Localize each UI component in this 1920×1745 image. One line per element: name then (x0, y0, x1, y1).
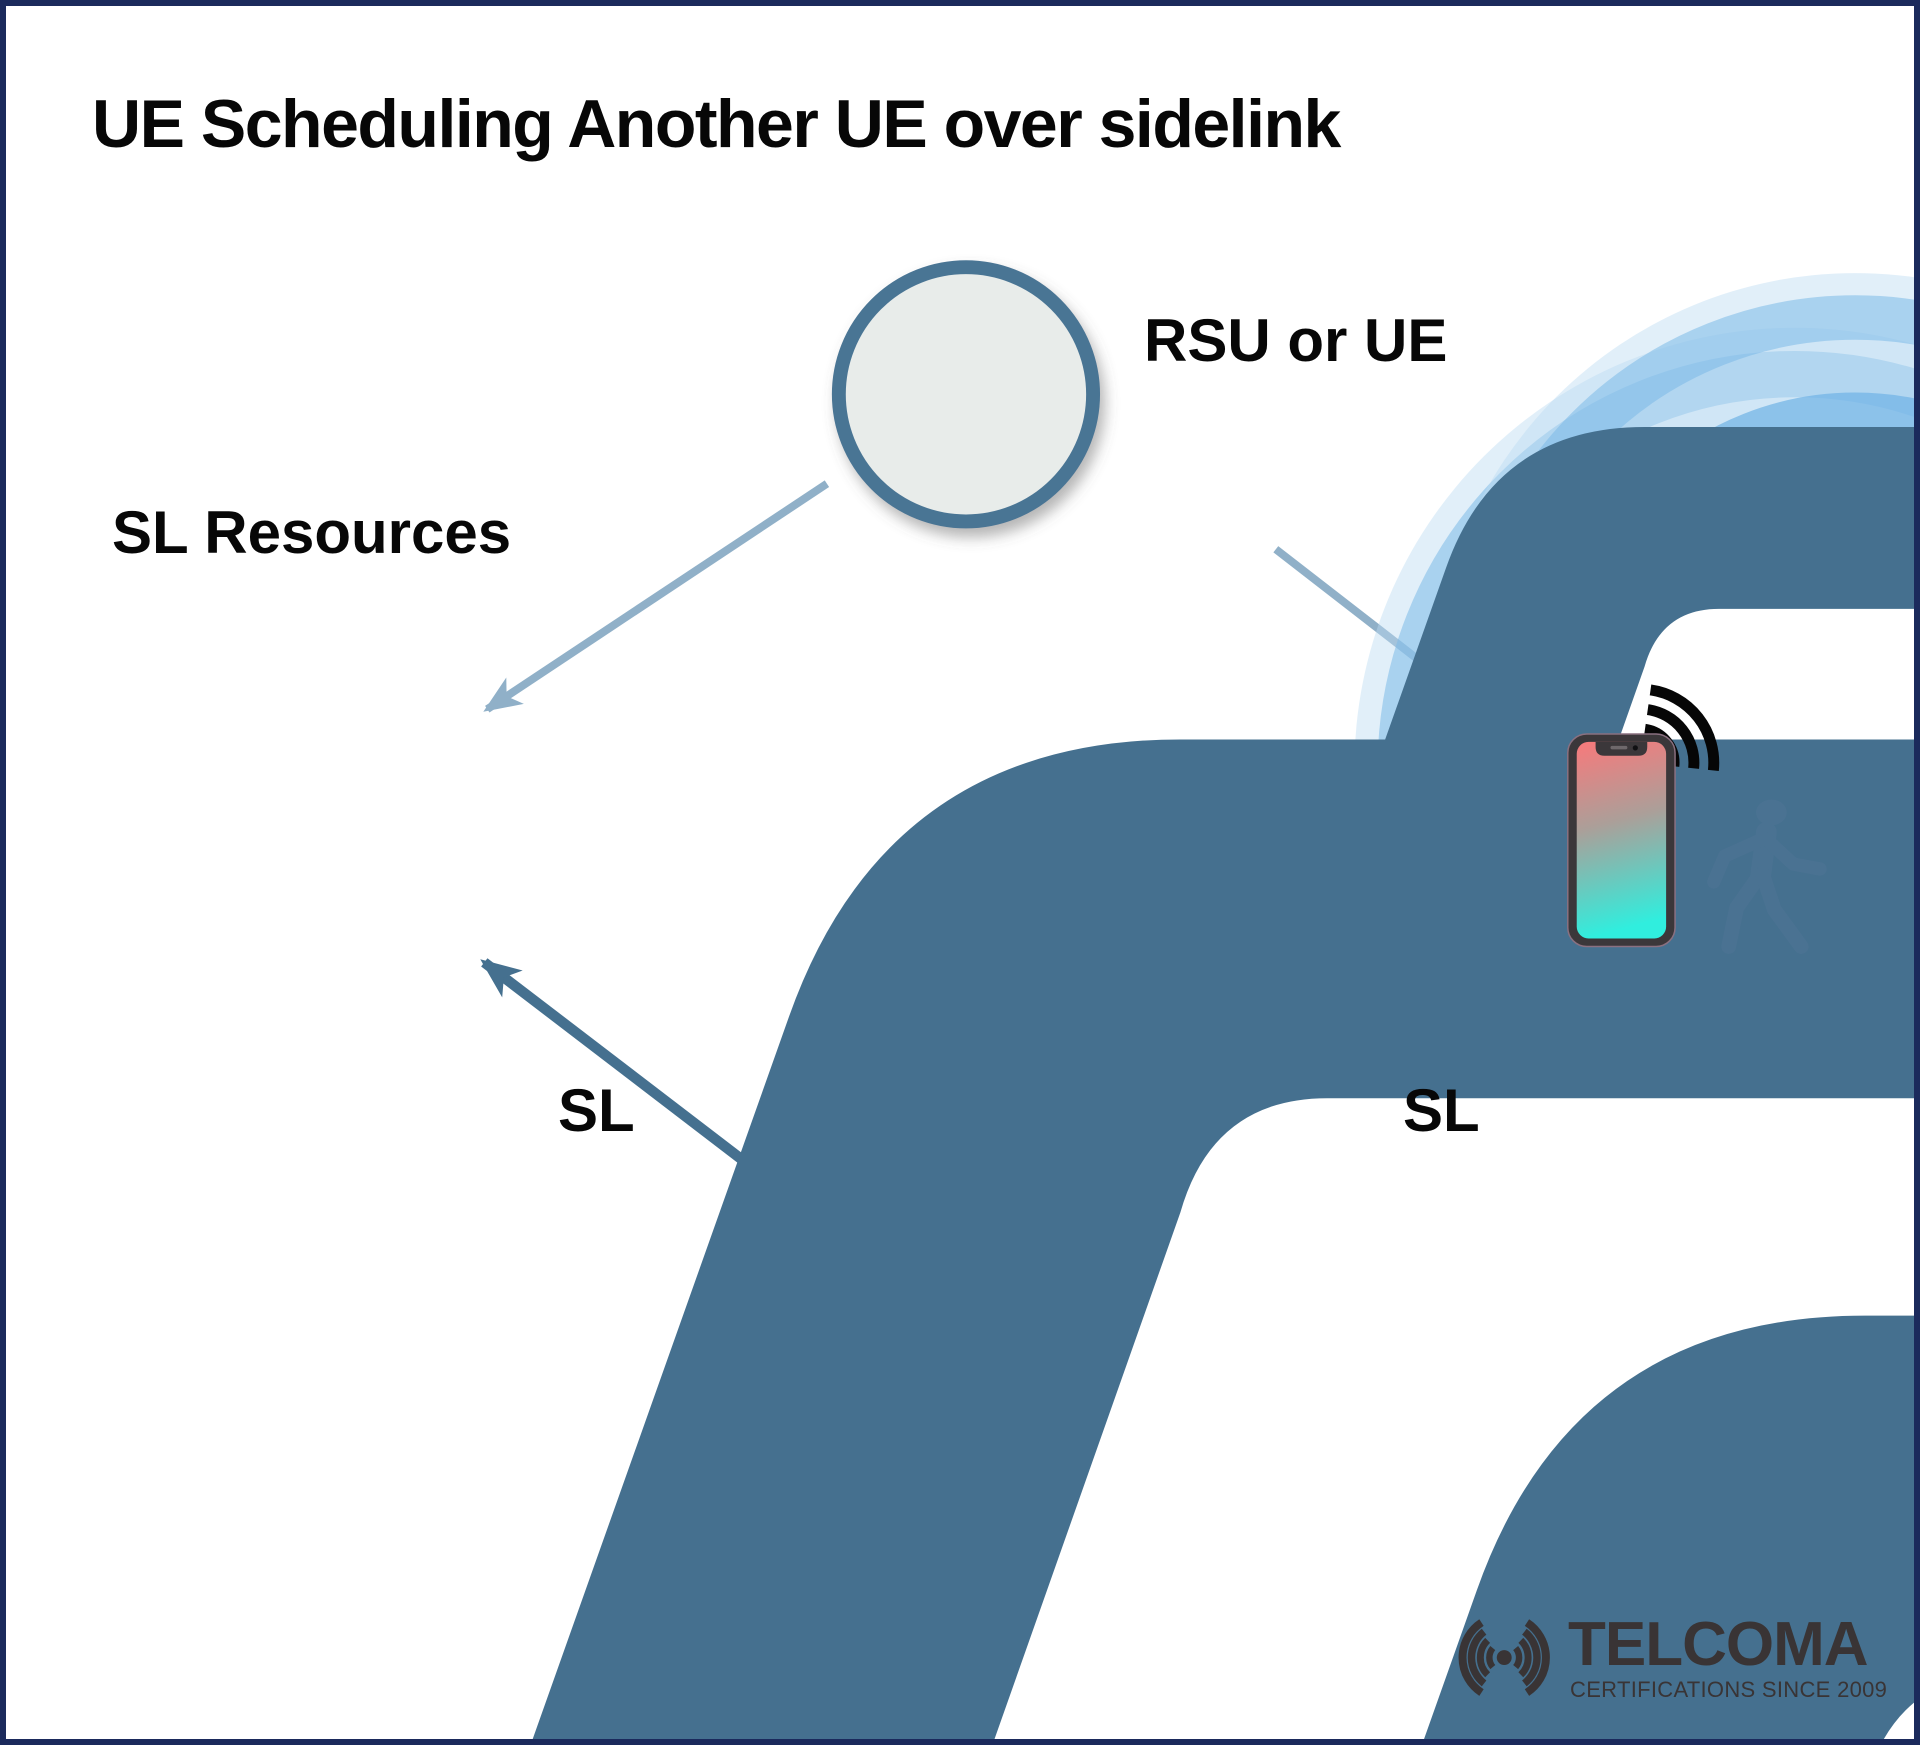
diagram-graphics (397, 260, 1914, 1739)
pedestrian-icon (1707, 799, 1827, 954)
sl-label-right: SL (1403, 1077, 1480, 1144)
page-title: UE Scheduling Another UE over sidelink (92, 86, 1341, 162)
rsu-or-ue-label: RSU or UE (1144, 307, 1448, 374)
arrow-resources-to-left-car (483, 480, 830, 713)
smartphone-icon (1567, 733, 1676, 948)
sl-resources-label: SL Resources (112, 499, 512, 566)
logo-brand-text: TELCOMA (1568, 1610, 1869, 1679)
radio-waves-icon (1458, 1619, 1550, 1696)
sl-label-left: SL (558, 1077, 635, 1144)
logo-tagline-text: CERTIFICATIONS SINCE 2009 (1570, 1677, 1888, 1702)
sl-resource-pool-circle (831, 260, 1914, 1739)
phone-pedestrian-group (1567, 684, 1827, 954)
